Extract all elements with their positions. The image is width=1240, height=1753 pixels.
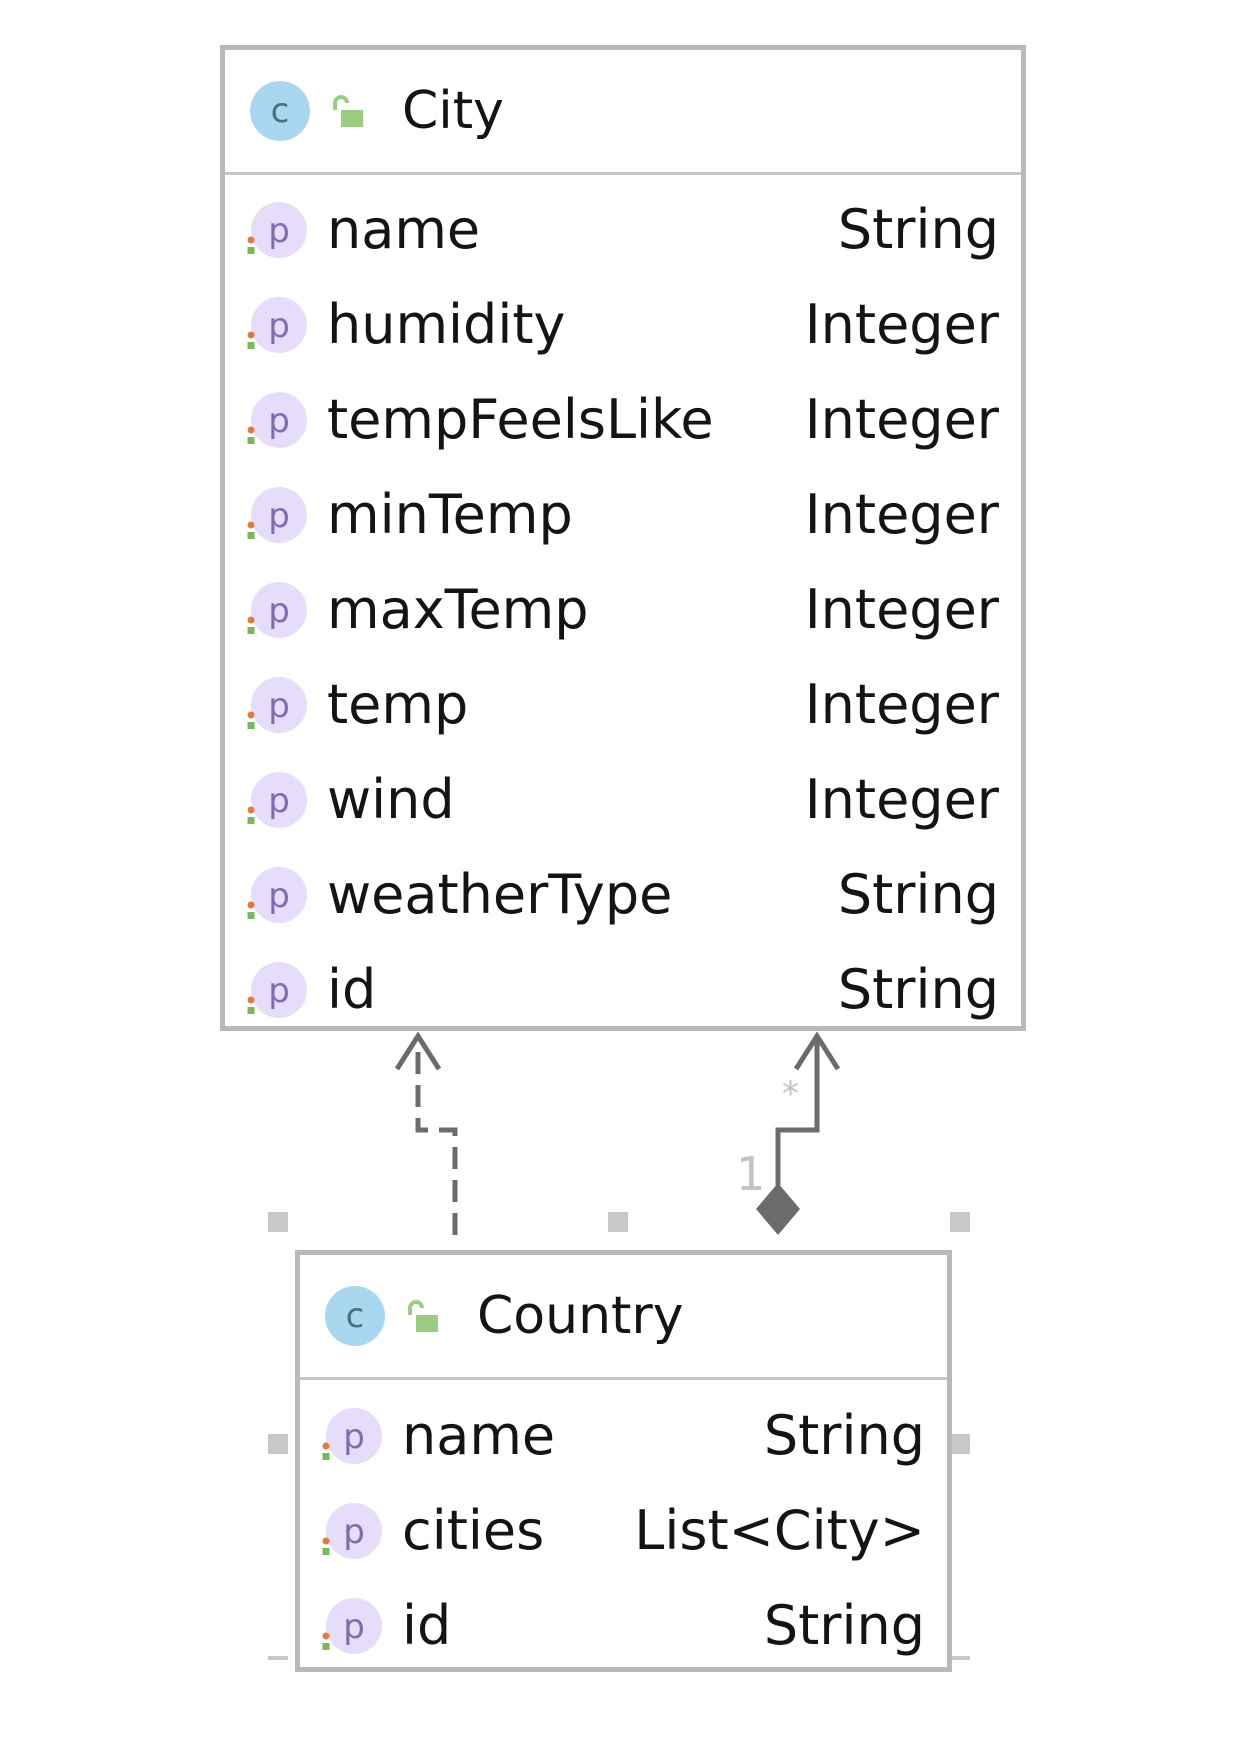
- svg-text:p: p: [268, 496, 290, 536]
- field-name: name: [327, 198, 481, 261]
- property-icon: p: [243, 580, 313, 644]
- property-icon: p: [243, 295, 313, 359]
- field-type: String: [763, 1404, 925, 1467]
- svg-text:p: p: [268, 211, 290, 251]
- field-type: Integer: [804, 578, 999, 641]
- class-box-country[interactable]: c Country p name String p cities List<Ci…: [295, 1250, 952, 1672]
- field-row[interactable]: p id String: [300, 1578, 947, 1673]
- unlocked-icon: [408, 1300, 438, 1332]
- class-icon: c: [250, 81, 310, 141]
- selection-handle[interactable]: [950, 1434, 970, 1454]
- field-list: p name String p cities List<City> p id S…: [300, 1380, 947, 1673]
- field-type: Integer: [804, 768, 999, 831]
- property-icon: p: [318, 1406, 388, 1470]
- class-icon-letter: c: [345, 1296, 365, 1336]
- selection-handle[interactable]: [608, 1212, 628, 1232]
- field-name: temp: [327, 673, 469, 736]
- field-row[interactable]: p name String: [300, 1388, 947, 1483]
- field-type: String: [763, 1594, 925, 1657]
- field-row[interactable]: p cities List<City>: [300, 1483, 947, 1578]
- property-icon: p: [243, 865, 313, 929]
- field-name: humidity: [327, 293, 566, 356]
- property-icon: p: [243, 200, 313, 264]
- class-icon: c: [325, 1286, 385, 1346]
- svg-text:p: p: [268, 591, 290, 631]
- field-type: List<City>: [634, 1499, 925, 1562]
- field-name: id: [402, 1594, 452, 1657]
- field-row[interactable]: p temp Integer: [225, 657, 1021, 752]
- class-icon-letter: c: [270, 91, 290, 131]
- svg-text:p: p: [343, 1417, 365, 1457]
- property-icon: p: [243, 960, 313, 1024]
- svg-text:p: p: [268, 781, 290, 821]
- selection-handle[interactable]: [950, 1212, 970, 1232]
- svg-text:p: p: [343, 1607, 365, 1647]
- unlocked-icon: [333, 95, 363, 127]
- field-row[interactable]: p id String: [225, 942, 1021, 1037]
- field-type: Integer: [804, 293, 999, 356]
- selection-handle[interactable]: [268, 1656, 288, 1660]
- field-name: cities: [402, 1499, 545, 1562]
- svg-text:p: p: [343, 1512, 365, 1552]
- field-name: id: [327, 958, 377, 1021]
- dependency-relation[interactable]: [394, 1031, 458, 1235]
- open-arrowhead-icon: [394, 1031, 442, 1071]
- composition-relation[interactable]: [756, 1031, 841, 1235]
- field-row[interactable]: p tempFeelsLike Integer: [225, 372, 1021, 467]
- svg-text:p: p: [268, 686, 290, 726]
- field-type: Integer: [804, 388, 999, 451]
- target-multiplicity: *: [782, 1074, 799, 1114]
- property-icon: p: [243, 675, 313, 739]
- field-type: Integer: [804, 673, 999, 736]
- class-header: c City: [225, 50, 1021, 175]
- class-name: City: [402, 81, 504, 141]
- property-icon: p: [243, 770, 313, 834]
- property-icon: p: [243, 390, 313, 454]
- field-row[interactable]: p weatherType String: [225, 847, 1021, 942]
- svg-text:p: p: [268, 876, 290, 916]
- open-arrowhead-icon: [793, 1031, 841, 1071]
- selection-handle[interactable]: [950, 1656, 970, 1660]
- field-row[interactable]: p name String: [225, 182, 1021, 277]
- property-icon: p: [318, 1501, 388, 1565]
- selection-handle[interactable]: [268, 1212, 288, 1232]
- svg-text:p: p: [268, 401, 290, 441]
- field-name: tempFeelsLike: [327, 388, 714, 451]
- svg-text:p: p: [268, 306, 290, 346]
- class-box-city[interactable]: c City p name String p humidity Integer …: [220, 45, 1026, 1031]
- class-name: Country: [477, 1286, 684, 1346]
- field-type: String: [837, 958, 999, 1021]
- field-name: weatherType: [327, 863, 673, 926]
- property-icon: p: [318, 1596, 388, 1660]
- field-type: String: [837, 198, 999, 261]
- field-row[interactable]: p maxTemp Integer: [225, 562, 1021, 657]
- class-header: c Country: [300, 1255, 947, 1380]
- source-multiplicity: 1: [736, 1147, 766, 1201]
- property-icon: p: [243, 485, 313, 549]
- field-row[interactable]: p wind Integer: [225, 752, 1021, 847]
- field-row[interactable]: p minTemp Integer: [225, 467, 1021, 562]
- field-name: maxTemp: [327, 578, 589, 641]
- field-type: Integer: [804, 483, 999, 546]
- svg-text:p: p: [268, 971, 290, 1011]
- field-row[interactable]: p humidity Integer: [225, 277, 1021, 372]
- field-name: minTemp: [327, 483, 573, 546]
- field-list: p name String p humidity Integer p tempF…: [225, 175, 1021, 1037]
- selection-handle[interactable]: [268, 1434, 288, 1454]
- field-name: name: [402, 1404, 556, 1467]
- field-name: wind: [327, 768, 455, 831]
- field-type: String: [837, 863, 999, 926]
